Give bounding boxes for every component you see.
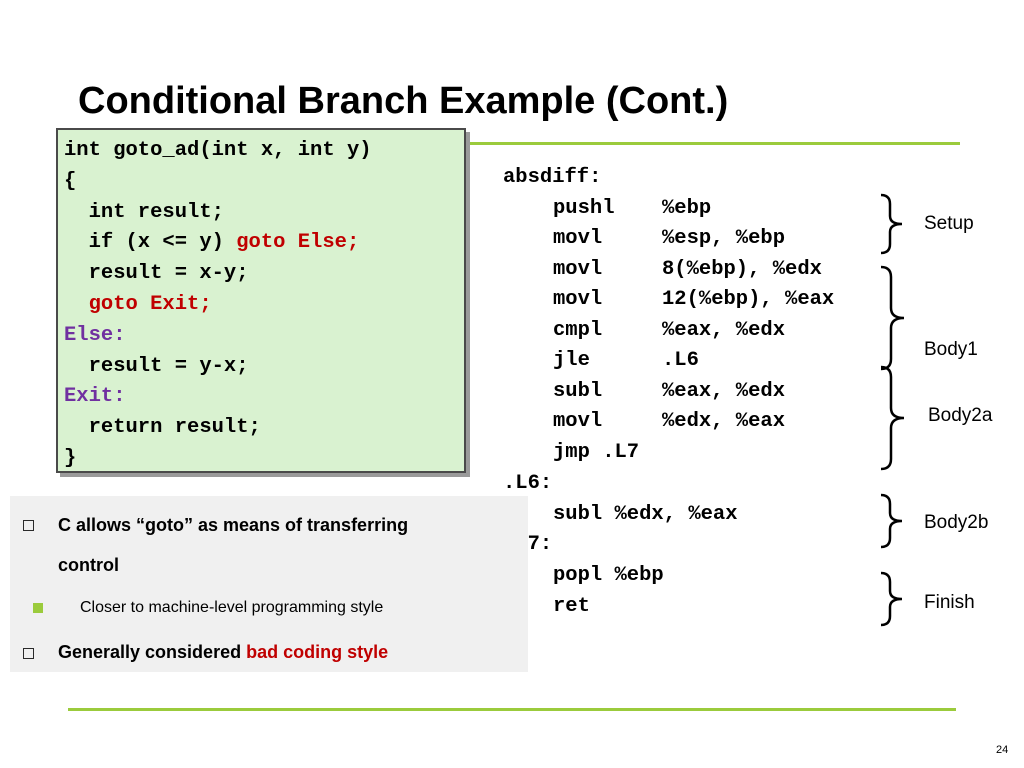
code-line: Exit: bbox=[64, 382, 464, 413]
footer-rule bbox=[68, 708, 956, 711]
asm-args-cmpl: %eax, %edx bbox=[662, 319, 786, 342]
bullet-2-highlight: bad coding style bbox=[246, 642, 389, 662]
code-segment: result = x-y; bbox=[64, 262, 249, 286]
code-segment: { bbox=[64, 169, 77, 193]
label-setup: Setup bbox=[924, 213, 974, 234]
code-line: if (x <= y) goto Else; bbox=[64, 228, 464, 259]
code-segment: int result; bbox=[64, 200, 224, 224]
code-line: int goto_ad(int x, int y) bbox=[64, 136, 464, 167]
sub-bullet-text: Closer to machine-level programming styl… bbox=[80, 599, 384, 616]
bullet-2-prefix: Generally considered bbox=[58, 642, 247, 662]
asm-subl2: subl %edx, %eax bbox=[553, 503, 738, 526]
bullet-1-line1: C allows “goto” as means of transferring bbox=[58, 515, 409, 535]
bullet-panel: C allows “goto” as means of transferring… bbox=[10, 496, 528, 672]
code-line: { bbox=[64, 167, 464, 198]
asm-l6-label: .L6: bbox=[503, 472, 553, 495]
code-line: result = y-x; bbox=[64, 352, 464, 383]
bullet-1-line2: control bbox=[58, 555, 119, 575]
asm-args-jle: .L6 bbox=[662, 349, 699, 372]
asm-ret: ret bbox=[553, 595, 590, 618]
asm-jmp: jmp .L7 bbox=[553, 441, 640, 464]
code-segment: } bbox=[64, 446, 77, 470]
brace-body1 bbox=[880, 265, 905, 371]
asm-absdiff-label: absdiff: bbox=[503, 166, 602, 189]
code-segment: result = y-x; bbox=[64, 354, 249, 378]
code-line: result = x-y; bbox=[64, 259, 464, 290]
code-segment: goto Else; bbox=[236, 231, 360, 255]
asm-args-movl1: %esp, %ebp bbox=[662, 227, 786, 250]
asm-op-cmpl: cmpl bbox=[553, 319, 603, 342]
brace-finish bbox=[880, 571, 903, 627]
code-line: } bbox=[64, 444, 464, 475]
code-segment: int goto_ad(int x, int y) bbox=[64, 139, 372, 162]
code-segment: Else: bbox=[64, 323, 126, 347]
asm-op-pushl: pushl bbox=[553, 197, 615, 220]
code-segment: goto Exit; bbox=[64, 292, 212, 316]
bullet-2-text: Generally considered bad coding style bbox=[58, 632, 388, 672]
asm-op-movl3: movl bbox=[553, 288, 603, 311]
code-segment: if (x <= y) bbox=[64, 231, 237, 255]
asm-popl: popl %ebp bbox=[553, 564, 664, 587]
code-line: return result; bbox=[64, 413, 464, 444]
label-finish: Finish bbox=[924, 592, 975, 613]
label-body2b: Body2b bbox=[924, 512, 989, 533]
c-code-box: int goto_ad(int x, int y) { int result; i… bbox=[56, 128, 466, 473]
brace-setup bbox=[880, 193, 903, 255]
code-segment: Exit: bbox=[64, 385, 126, 409]
slide-title: Conditional Branch Example (Cont.) bbox=[78, 80, 729, 122]
asm-args-pushl: %ebp bbox=[662, 197, 712, 220]
asm-op-movl4: movl bbox=[553, 410, 603, 433]
asm-args-movl3: 12(%ebp), %eax bbox=[662, 288, 835, 311]
code-line: Else: bbox=[64, 321, 464, 352]
label-body2a: Body2a bbox=[928, 405, 993, 426]
title-underline bbox=[440, 142, 960, 145]
asm-args-movl4: %edx, %eax bbox=[662, 410, 786, 433]
asm-op-subl1: subl bbox=[553, 380, 603, 403]
brace-body2b bbox=[880, 493, 903, 549]
page-number: 24 bbox=[996, 744, 1009, 756]
code-line: goto Exit; bbox=[64, 290, 464, 321]
asm-op-movl2: movl bbox=[553, 258, 603, 281]
asm-op-jle: jle bbox=[553, 349, 590, 372]
brace-body2a bbox=[880, 365, 905, 471]
asm-args-subl1: %eax, %edx bbox=[662, 380, 786, 403]
code-segment: return result; bbox=[64, 416, 261, 440]
code-line: int result; bbox=[64, 198, 464, 229]
label-body1: Body1 bbox=[924, 339, 978, 360]
asm-op-movl1: movl bbox=[553, 227, 603, 250]
asm-args-movl2: 8(%ebp), %edx bbox=[662, 258, 822, 281]
